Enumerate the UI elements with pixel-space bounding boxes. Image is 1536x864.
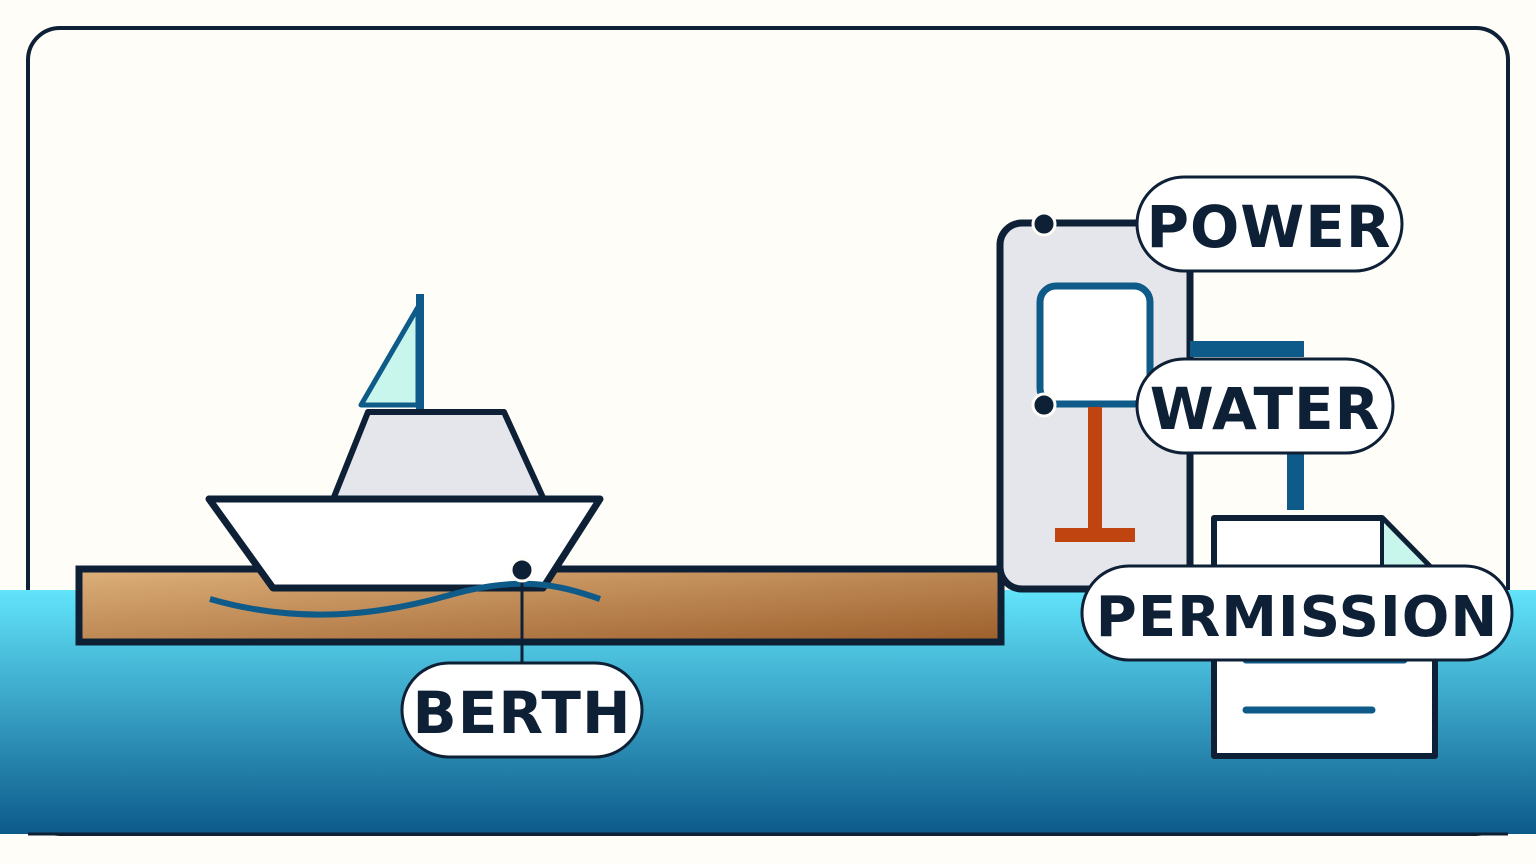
label-water: WATER	[1135, 357, 1395, 455]
label-water-text: WATER	[1150, 375, 1381, 443]
pipe-connector	[1190, 341, 1304, 510]
sail-icon	[358, 304, 421, 408]
boat-hull	[205, 495, 604, 592]
label-permission-text: PERMISSION	[1096, 585, 1498, 650]
label-power: POWER	[1135, 175, 1404, 273]
label-power-text: POWER	[1146, 193, 1391, 261]
label-berth-text: BERTH	[413, 679, 632, 747]
label-berth: BERTH	[400, 661, 644, 759]
label-permission: PERMISSION	[1080, 564, 1514, 662]
outlet-icon	[1036, 282, 1154, 408]
berth-connector	[509, 557, 535, 662]
boat-cabin	[329, 409, 548, 505]
wave-icon	[209, 580, 601, 618]
boat-icon	[205, 294, 604, 592]
spigot-icon	[1055, 404, 1135, 542]
utility-pedestal-icon	[996, 211, 1194, 593]
